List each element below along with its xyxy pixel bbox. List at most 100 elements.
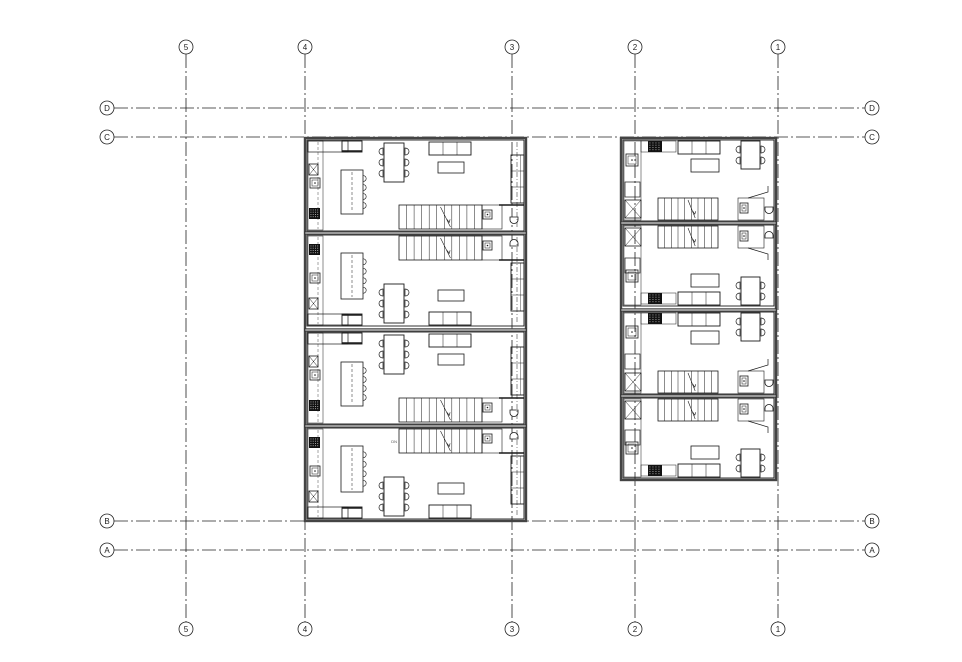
grid-bubble-4-bottom: 4 xyxy=(297,621,313,637)
toilet xyxy=(509,409,519,417)
grid-label: D xyxy=(869,104,875,113)
cooktop xyxy=(309,400,320,411)
sink xyxy=(739,230,749,242)
dining-table xyxy=(378,283,410,324)
toilet xyxy=(509,216,519,224)
stair-direction-label: DN xyxy=(391,439,397,444)
sink xyxy=(309,177,321,189)
grid-bubble-5-top: 5 xyxy=(178,39,194,55)
grid-label: 5 xyxy=(184,625,189,634)
grid-bubble-C-right: C xyxy=(864,129,880,145)
grid-label: C xyxy=(869,133,875,142)
stair: DN xyxy=(391,428,483,454)
unit-R4 xyxy=(620,394,777,479)
grid-bubble-1-bottom: 1 xyxy=(770,621,786,637)
coffee-table xyxy=(690,158,720,173)
grid-bubble-B-right: B xyxy=(864,513,880,529)
unit-R2 xyxy=(620,221,777,307)
grid-bubble-A-left: A xyxy=(99,542,115,558)
grid-label: 1 xyxy=(776,625,781,634)
cooktop xyxy=(648,465,662,476)
sink xyxy=(482,209,493,220)
stair xyxy=(398,204,483,230)
left-building-block: DN xyxy=(303,136,528,523)
dining-table xyxy=(735,448,766,478)
sofa xyxy=(510,455,525,505)
grid-bubble-3-top: 3 xyxy=(504,39,520,55)
coffee-table xyxy=(437,161,465,174)
grid-label: 3 xyxy=(510,43,515,52)
storage-box xyxy=(624,227,642,247)
unit-L3 xyxy=(304,328,527,425)
unit-L1 xyxy=(306,139,525,232)
stair xyxy=(657,197,719,221)
sofa xyxy=(677,140,721,155)
grid-bubble-4-top: 4 xyxy=(297,39,313,55)
grid-label: 4 xyxy=(303,43,308,52)
stair xyxy=(398,397,483,423)
dining-table xyxy=(378,476,410,517)
sink xyxy=(309,272,321,284)
sink xyxy=(739,403,749,415)
cooktop xyxy=(309,437,320,448)
grid-bubble-A-right: A xyxy=(864,542,880,558)
stair xyxy=(657,225,719,249)
dishwasher xyxy=(308,355,319,368)
stair xyxy=(657,370,719,394)
sink xyxy=(625,325,639,339)
stair xyxy=(657,398,719,422)
cooktop xyxy=(648,141,662,152)
grid-bubble-1-top: 1 xyxy=(770,39,786,55)
sofa xyxy=(510,262,525,312)
grid-bubble-3-bottom: 3 xyxy=(504,621,520,637)
sink xyxy=(625,153,639,167)
coffee-table xyxy=(437,353,465,366)
sink xyxy=(482,433,493,444)
dishwasher xyxy=(308,163,319,176)
toilet xyxy=(509,432,519,440)
unit-L2 xyxy=(304,231,527,327)
grid-label: D xyxy=(104,104,110,113)
cooktop xyxy=(648,313,662,324)
stair xyxy=(398,235,483,261)
grid-label: B xyxy=(104,517,109,526)
sofa xyxy=(428,141,472,156)
grid-label: 1 xyxy=(776,43,781,52)
kitchen-island xyxy=(340,252,367,300)
unit-R1 xyxy=(622,139,775,222)
sofa xyxy=(428,504,472,519)
sink xyxy=(309,465,321,477)
toilet xyxy=(764,379,774,387)
sink xyxy=(739,202,749,214)
grid-bubble-B-left: B xyxy=(99,513,115,529)
grid-label: A xyxy=(104,546,110,555)
coffee-table xyxy=(690,330,720,345)
sofa xyxy=(677,463,721,478)
sink xyxy=(309,369,321,381)
toilet xyxy=(509,239,519,247)
right-building-block xyxy=(619,136,778,482)
grid-label: 5 xyxy=(184,43,189,52)
kitchen-island xyxy=(340,361,367,407)
sink xyxy=(625,441,639,455)
unit-R3 xyxy=(620,308,777,395)
grid-bubble-D-left: D xyxy=(99,100,115,116)
grid-label: A xyxy=(869,546,875,555)
sofa xyxy=(677,291,721,306)
cooktop xyxy=(309,208,320,219)
sofa xyxy=(510,154,525,204)
sofa xyxy=(677,312,721,327)
sofa xyxy=(510,346,525,396)
cooktop xyxy=(309,244,320,255)
kitchen-island xyxy=(340,445,367,493)
dining-table xyxy=(735,276,766,306)
kitchen-island xyxy=(340,169,367,215)
sofa xyxy=(428,333,472,348)
dishwasher xyxy=(308,297,319,310)
grid-bubble-2-top: 2 xyxy=(627,39,643,55)
toilet xyxy=(764,231,774,239)
unit-L4: DN xyxy=(304,424,527,520)
coffee-table xyxy=(437,289,465,302)
dishwasher xyxy=(308,490,319,503)
